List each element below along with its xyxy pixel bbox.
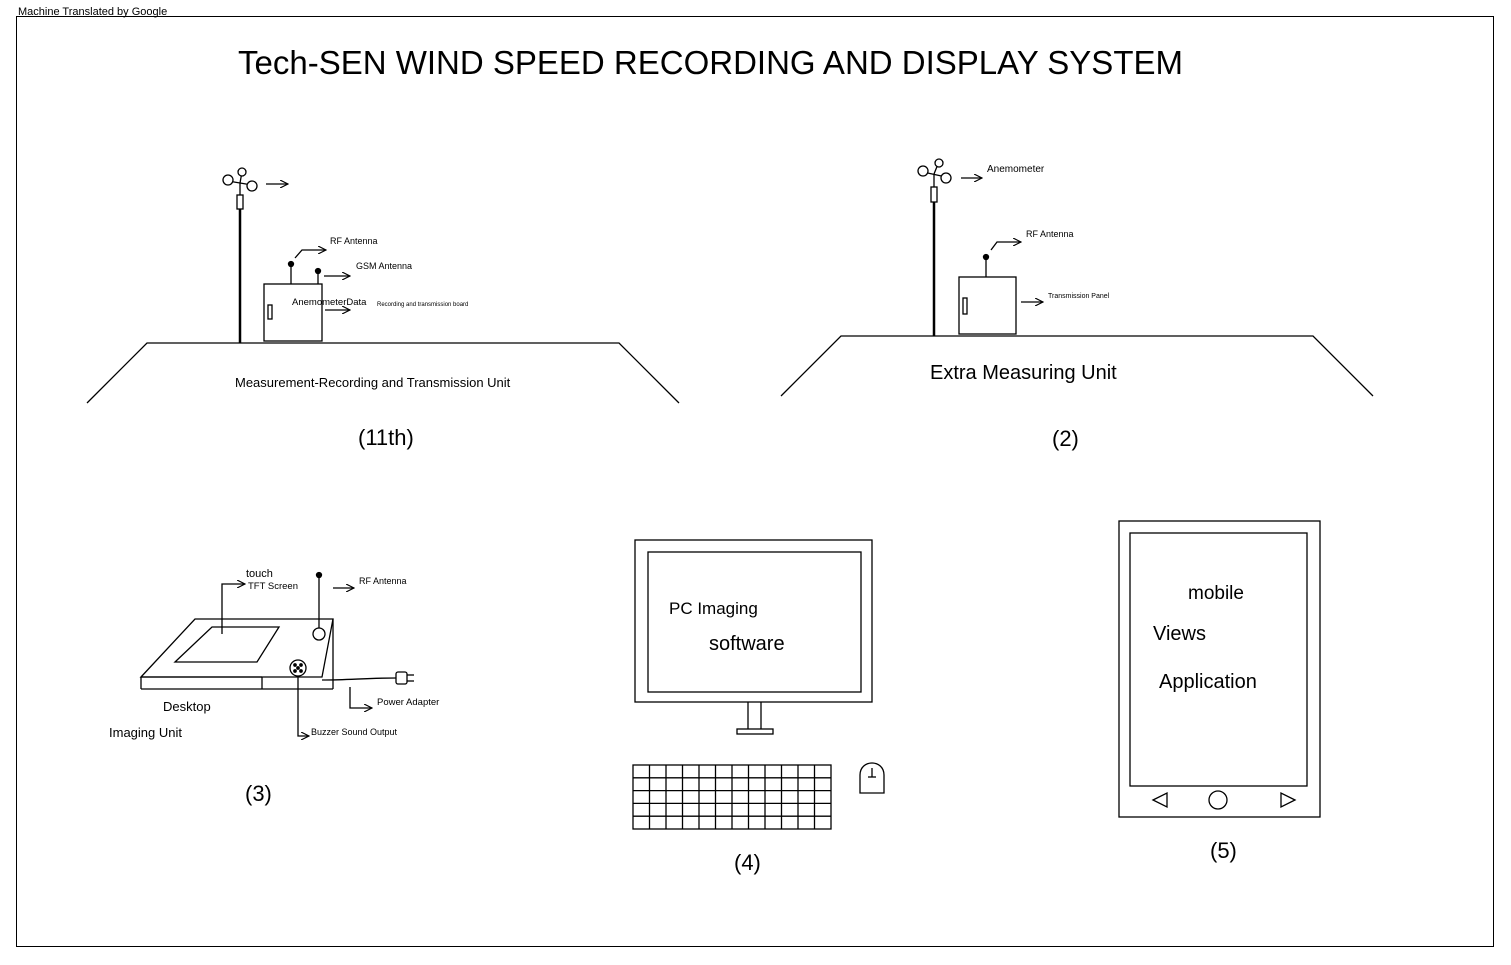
unit1-anemometer-icon [222,167,288,343]
unit3-rf-antenna-label: RF Antenna [359,576,407,586]
unit2-anemometer-icon [917,158,982,336]
unit1-number: (11th) [358,425,414,450]
unit3-imaging-label: Imaging Unit [109,725,182,740]
unit3-desktop-device [139,571,414,737]
unit4-mouse-icon [859,762,885,794]
page-title: Tech-SEN WIND SPEED RECORDING AND DISPLA… [238,44,1183,81]
unit5-line3: Application [1159,671,1257,693]
unit3-desktop-label: Desktop [163,699,211,714]
forward-icon [1280,791,1297,809]
unit3-number: (3) [245,781,272,806]
unit5-mobile-icon [1118,520,1321,818]
unit2-name: Extra Measuring Unit [930,362,1117,384]
unit4-monitor-icon [634,539,873,735]
unit1-gsm-antenna-label: GSM Antenna [356,261,413,271]
unit2-number: (2) [1052,426,1079,451]
unit2-transmission-box [958,242,1043,335]
unit1-ground [86,342,680,404]
home-icon [1208,790,1228,810]
unit5-line2: Views [1153,623,1206,645]
unit3-power-label: Power Adapter [377,697,440,708]
unit1-rf-antenna-label: RF Antenna [330,236,378,246]
unit2-panel-label: Transmission Panel [1048,293,1110,300]
unit4-line1: PC Imaging [669,599,758,618]
unit3-tft-label: TFT Screen [248,581,298,592]
watermark: Machine Translated by Google [18,6,168,18]
unit4-keyboard-icon [632,764,832,830]
unit2-ground [780,335,1374,397]
unit3-touch-label: touch [246,568,273,580]
unit5-number: (5) [1210,838,1237,863]
unit2-anemometer-label: Anemometer [987,164,1045,175]
unit1-box-label: AnemometerData [292,297,367,308]
unit4-line2: software [709,633,785,655]
unit3-buzzer-label: Buzzer Sound Output [311,727,398,737]
unit2-rf-antenna-label: RF Antenna [1026,229,1074,239]
diagram-frame [16,16,1494,947]
back-icon [1151,791,1168,809]
unit1-recording-box [263,250,350,342]
unit4-number: (4) [734,850,761,875]
unit1-board-label: Recording and transmission board [377,302,469,308]
unit5-line1: mobile [1188,583,1244,604]
unit1-name: Measurement-Recording and Transmission U… [235,375,511,390]
